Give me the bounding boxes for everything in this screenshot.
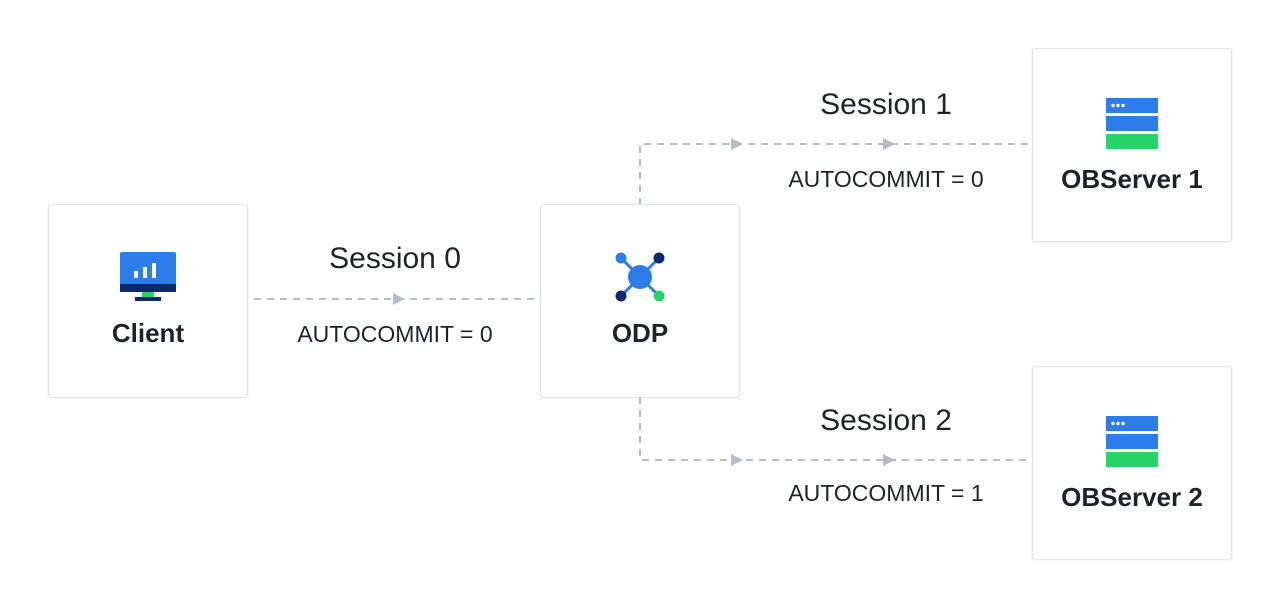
session-2-label: Session 2 xyxy=(820,404,952,437)
arrow-session-0 xyxy=(393,293,405,305)
client-node: Client xyxy=(48,204,248,398)
arrow-session-1-b xyxy=(883,138,895,150)
odp-label: ODP xyxy=(611,318,669,348)
network-hub-icon xyxy=(615,252,665,302)
server-stack-icon xyxy=(1106,416,1158,467)
observer-2-label: OBServer 2 xyxy=(1061,482,1203,512)
observer-2-node: OBServer 2 xyxy=(1032,366,1232,560)
arrow-session-2-a xyxy=(731,454,743,466)
session-0-label: Session 0 xyxy=(329,242,461,275)
odp-node: ODP xyxy=(540,204,740,398)
arrow-session-2-b xyxy=(883,454,895,466)
observer-1-node: OBServer 1 xyxy=(1032,48,1232,242)
session-1-label: Session 1 xyxy=(820,88,952,121)
arrow-session-1-a xyxy=(731,138,743,150)
server-stack-icon xyxy=(1106,98,1158,149)
session-1-autocommit: AUTOCOMMIT = 0 xyxy=(788,166,984,192)
session-0-autocommit: AUTOCOMMIT = 0 xyxy=(297,321,493,347)
session-2-autocommit: AUTOCOMMIT = 1 xyxy=(788,480,984,506)
observer-1-label: OBServer 1 xyxy=(1061,164,1203,194)
client-label: Client xyxy=(111,318,185,348)
monitor-chart-icon xyxy=(120,252,176,301)
